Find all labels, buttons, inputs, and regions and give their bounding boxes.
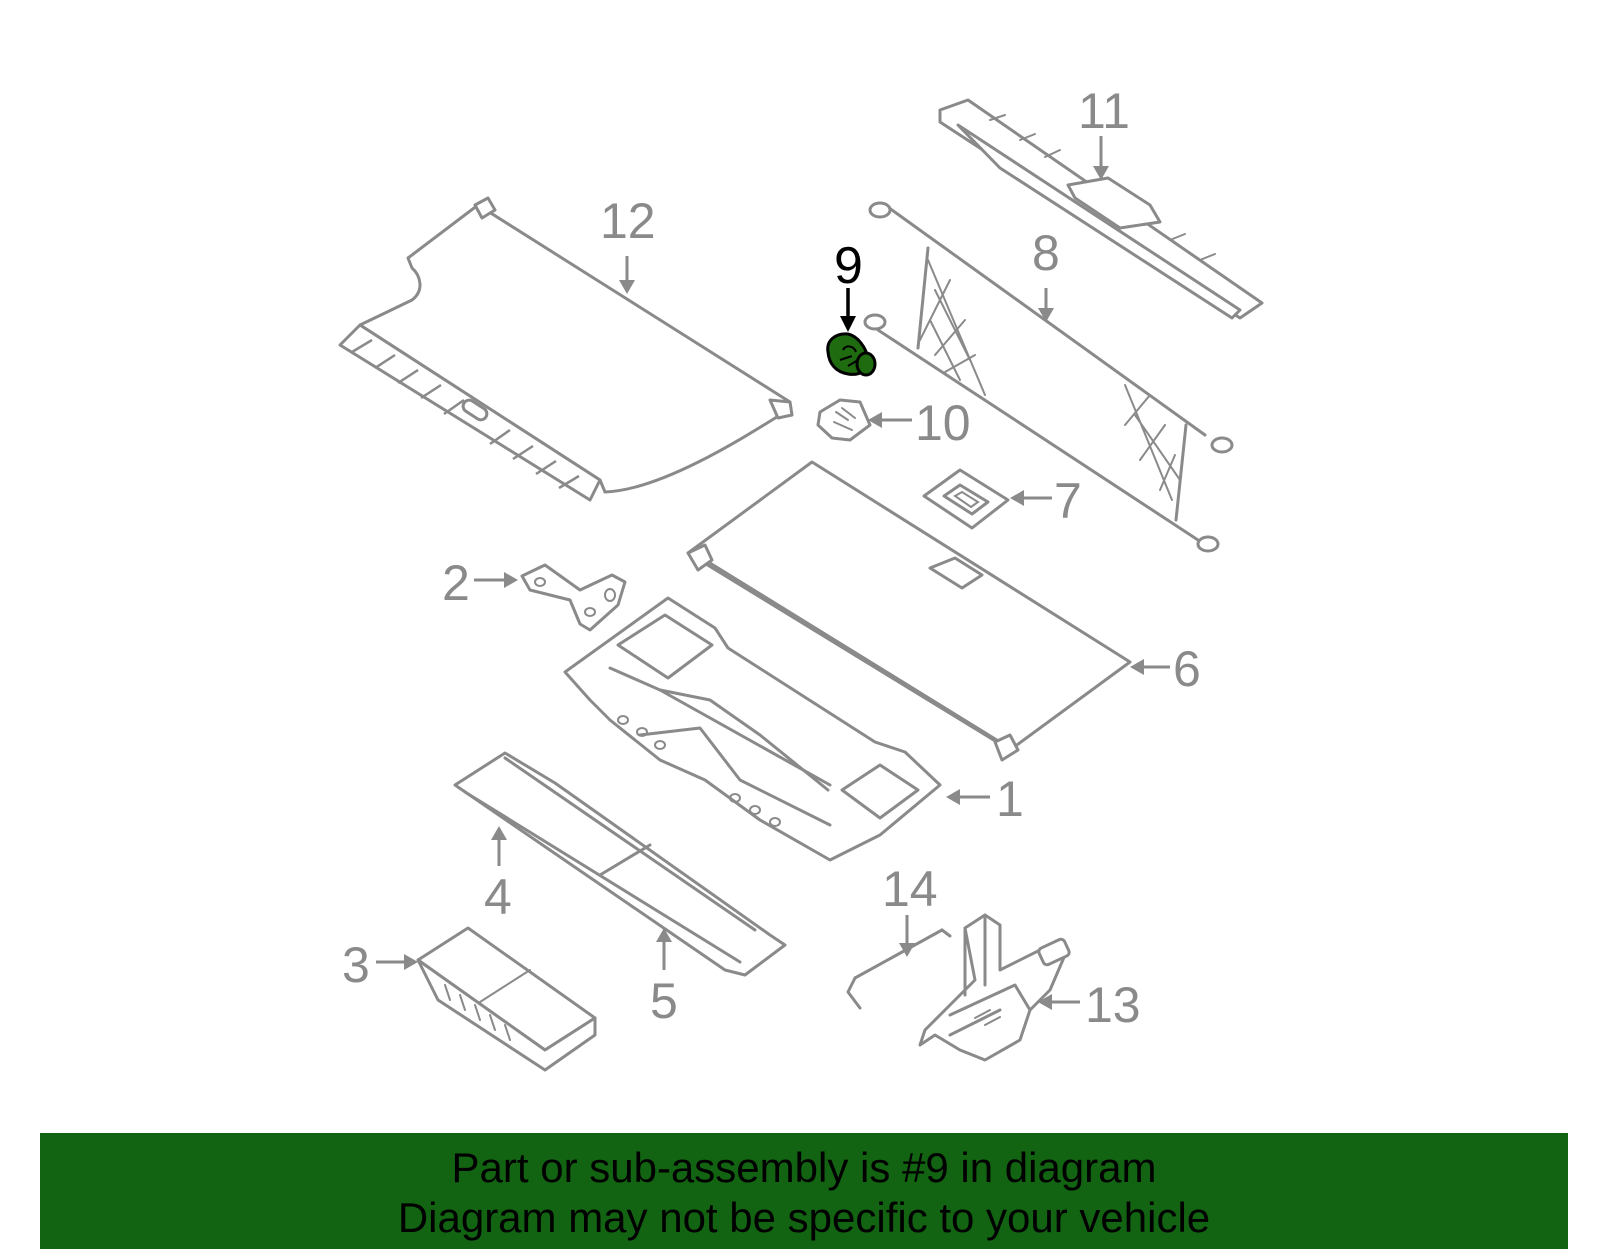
part-9-highlighted-grommet [826,332,877,377]
parts-diagram: 12 11 8 10 7 2 6 1 4 5 3 14 13 9 [338,83,1264,1072]
callout-3: 3 [342,937,370,993]
part-3-storage-box [416,926,597,1072]
callout-14: 14 [882,861,938,917]
callout-9-highlighted: 9 [834,237,863,295]
callout-10: 10 [915,395,971,451]
part-10-clip [816,398,872,442]
banner-part-info: Part or sub-assembly is #9 in diagram [451,1144,1157,1191]
callout-6: 6 [1173,641,1201,697]
callout-2: 2 [442,555,470,611]
callout-arrows [376,136,1170,1010]
part-12-hatching [351,338,580,490]
callout-11: 11 [1078,83,1130,139]
part-2-bracket [520,563,627,632]
part-7-cover [922,468,1010,530]
banner-disclaimer: Diagram may not be specific to your vehi… [397,1194,1211,1241]
callout-8: 8 [1032,225,1060,281]
part-13-jack [918,913,1071,1062]
info-banner: Part or sub-assembly is #9 in diagram Di… [40,1133,1568,1249]
callout-5: 5 [650,973,678,1029]
part-14-jack-handle [846,928,952,1010]
callout-4: 4 [484,869,512,925]
part-11-sill-plate [938,98,1264,320]
part-6-luggage-board [686,460,1132,762]
part-4-5-long-tray [453,751,787,977]
part-1-floor-tray [563,596,942,862]
callout-13: 13 [1085,977,1141,1033]
callout-7: 7 [1054,473,1082,529]
callout-12: 12 [600,193,656,249]
callout-1: 1 [996,771,1024,827]
callout-labels: 12 11 8 10 7 2 6 1 4 5 3 14 13 9 [342,83,1201,1033]
part-12-cargo-cover [338,196,794,502]
